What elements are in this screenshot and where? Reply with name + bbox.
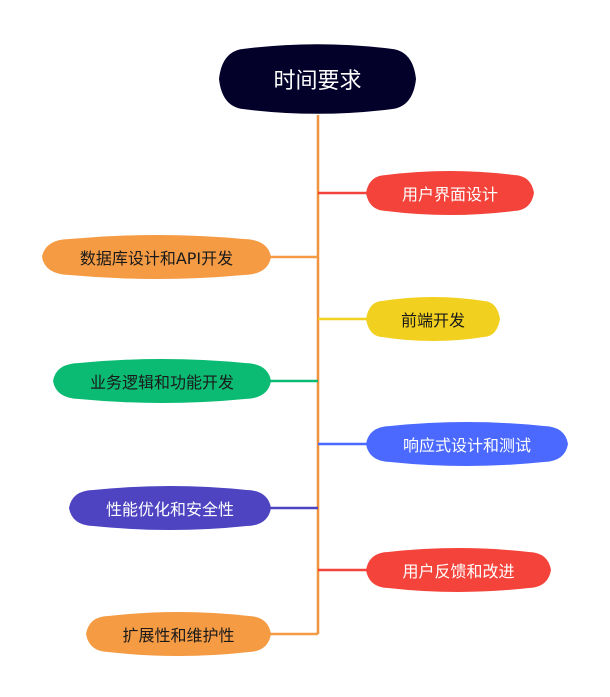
branch-node-responsive-testing[interactable]: 响应式设计和测试 (366, 421, 568, 467)
shape-fill (366, 548, 551, 592)
shape-fill (69, 486, 271, 530)
shape-fill (366, 297, 500, 341)
branch-shape (69, 486, 271, 530)
root-node[interactable]: 时间要求 (219, 43, 416, 115)
branch-shape (366, 548, 551, 592)
branch-node-frontend[interactable]: 前端开发 (366, 296, 500, 342)
shape-fill (86, 612, 271, 656)
shape-fill (366, 422, 568, 466)
branch-shape (366, 422, 568, 466)
branch-node-ui-design[interactable]: 用户界面设计 (366, 170, 534, 216)
branch-shape (366, 297, 500, 341)
shape-fill (53, 359, 271, 403)
branch-node-performance-security[interactable]: 性能优化和安全性 (69, 485, 271, 531)
branch-shape (86, 612, 271, 656)
branch-node-maintainability[interactable]: 扩展性和维护性 (86, 611, 271, 657)
branch-label: 响应式设计和测试 (402, 436, 531, 455)
branch-label: 前端开发 (400, 311, 465, 330)
branch-label: 用户界面设计 (401, 185, 498, 204)
shape-fill (42, 235, 271, 279)
branch-label: 扩展性和维护性 (122, 626, 235, 645)
branch-label: 用户反馈和改进 (402, 562, 515, 581)
branch-label: 业务逻辑和功能开发 (89, 373, 234, 392)
branch-node-business-logic[interactable]: 业务逻辑和功能开发 (53, 358, 271, 404)
root-shape (219, 44, 416, 114)
root-label: 时间要求 (273, 69, 362, 94)
branch-node-feedback[interactable]: 用户反馈和改进 (366, 547, 551, 593)
branch-label: 数据库设计和API开发 (79, 249, 234, 268)
branch-node-database-api[interactable]: 数据库设计和API开发 (42, 234, 271, 280)
branch-shape (42, 235, 271, 279)
branch-shape (366, 171, 534, 215)
branch-label: 性能优化和安全性 (105, 500, 234, 519)
shape-fill (366, 171, 534, 215)
branch-shape (53, 359, 271, 403)
shape-fill (219, 44, 416, 114)
